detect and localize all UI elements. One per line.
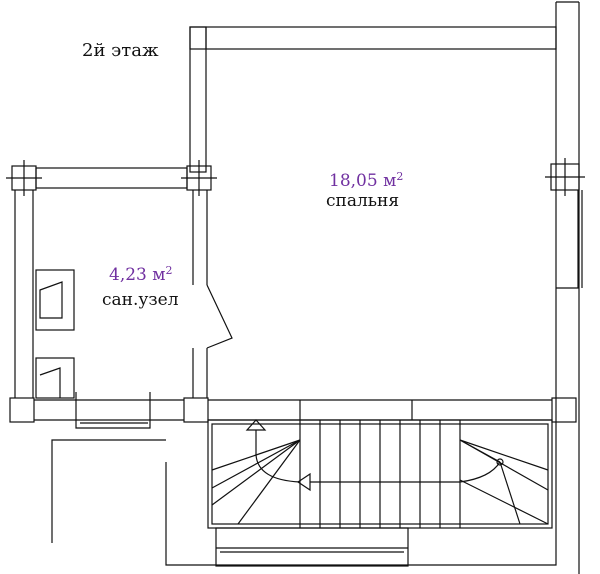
bathroom-fixture-bottom [35,357,75,399]
right-window [556,190,583,289]
top-left-post [189,26,207,173]
bathroom-door [206,284,233,349]
bathroom-area-unit: м [152,265,166,285]
middle-beam [35,167,188,189]
bedroom-area-unit: м [383,171,397,191]
bathroom-left-wall [14,190,34,398]
top-beam [189,26,557,50]
stair-arrow [255,430,501,483]
outer-frame-left [51,439,166,543]
bottom-landing [215,527,409,567]
bottom-beam-left [34,392,184,429]
floor-label: 2й этаж [82,40,159,61]
bathroom-area-power: 2 [165,264,173,277]
post-bottom-left [9,397,35,423]
bathroom-area-value: 4,23 [109,265,147,285]
bedroom-area-power: 2 [396,170,404,183]
bedroom-area-value: 18,05 [329,171,378,191]
partition-wall-lower [192,348,208,398]
post-mid-top [181,160,217,196]
post-bottom-right [551,397,577,423]
bathroom-area: 4,23 м2 [109,264,173,285]
stair-treads [211,420,549,528]
bedroom-name: спальня [326,191,400,211]
bathroom-name: сан.узел [102,290,179,310]
bathroom-fixture-top [35,269,75,331]
partition-wall [192,190,208,285]
bedroom-area: 18,05 м2 [329,170,403,191]
outer-frame-right [165,1,580,574]
post-right-top [545,158,585,196]
post-bottom-mid [183,397,209,423]
bottom-beam-right [208,399,552,421]
